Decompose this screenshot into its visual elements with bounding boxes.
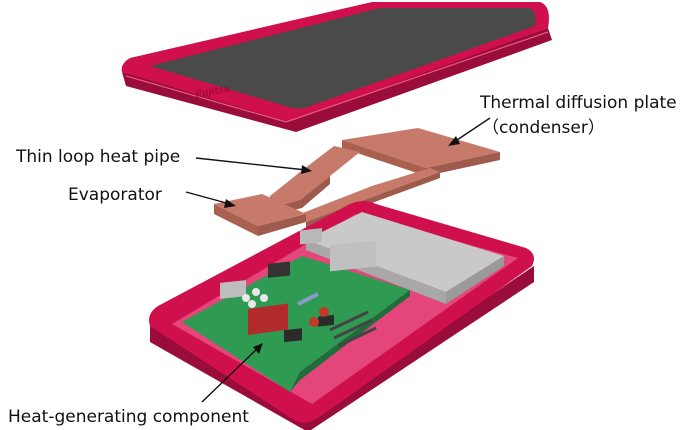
chip-silver-2 [300, 228, 322, 245]
screen [150, 8, 536, 109]
thermal-diffusion-plate-front-edge [342, 140, 426, 176]
arrow-heat-component [201, 347, 259, 403]
arrow-heat-pipe [195, 157, 307, 171]
chip-dark-3 [318, 314, 334, 327]
arrowhead-thermal-plate [448, 136, 460, 146]
loop-pipe-lower [300, 168, 440, 222]
top-cover-highlight [125, 31, 549, 123]
evaporator-side-edge [258, 214, 306, 236]
capacitor [242, 294, 250, 302]
chip-dark-2 [284, 328, 302, 343]
label-thermal-diffusion-plate: Thermal diffusion plate [479, 93, 677, 113]
arrowhead-evaporator [224, 199, 236, 208]
housing-side [150, 266, 534, 430]
battery [306, 212, 504, 292]
thermal-diffusion-plate [342, 128, 500, 168]
annotations: Thermal diffusion plate （condenser） Thin… [8, 93, 677, 427]
red-component [309, 317, 319, 327]
phone-bottom-housing [149, 201, 534, 430]
chip-silver [220, 280, 246, 299]
connector-strip [329, 310, 369, 332]
arrowhead-heat-component [253, 343, 263, 354]
arrow-evaporator [185, 191, 231, 205]
capacitor-2 [252, 288, 260, 296]
pcb [182, 256, 410, 392]
red-component-2 [319, 307, 329, 317]
label-thin-loop-heat-pipe: Thin loop heat pipe [15, 147, 180, 167]
loop-pipe-upper [270, 146, 360, 206]
arrowhead-heat-pipe [301, 165, 312, 174]
chip-dark [268, 261, 290, 278]
label-evaporator: Evaporator [68, 185, 162, 205]
label-condenser: （condenser） [482, 118, 605, 138]
chip-silver-large [330, 240, 376, 272]
connector-strip-3 [337, 326, 377, 348]
connector-strip-2 [333, 318, 373, 340]
capacitor-3 [260, 294, 268, 302]
blue-strip [297, 292, 319, 306]
heat-generating-chip [248, 303, 288, 336]
thermal-diffusion-plate-edge [426, 152, 500, 176]
phone-top-cover: Fujitsu [121, 2, 552, 132]
arrow-thermal-plate [453, 117, 491, 143]
evaporator-front-edge [214, 204, 258, 236]
evaporator [214, 194, 306, 226]
battery-side-edge [446, 256, 504, 304]
label-heat-generating-component: Heat-generating component [8, 407, 249, 427]
capacitor-4 [248, 300, 256, 308]
